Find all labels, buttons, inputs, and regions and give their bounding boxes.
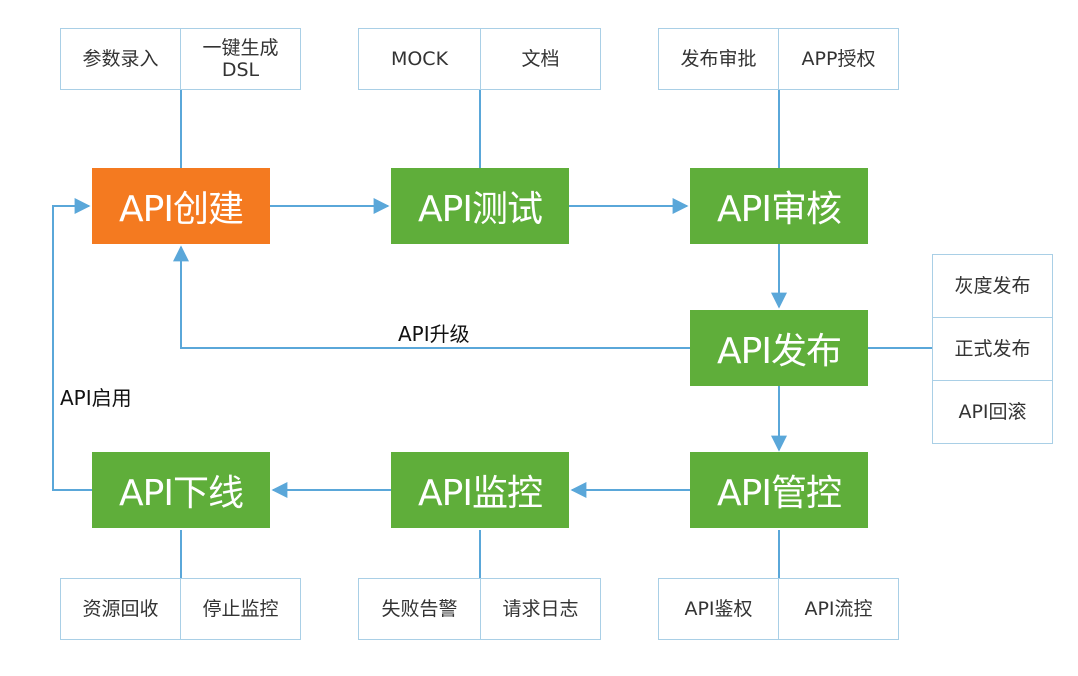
- label-enable: API启用: [60, 386, 132, 410]
- monitor-option-logs: 请求日志: [480, 578, 601, 640]
- create-option-dsl: 一键生成 DSL: [180, 28, 301, 90]
- step-publish: API发布: [690, 310, 868, 386]
- review-option-app-auth: APP授权: [778, 28, 899, 90]
- test-option-docs: 文档: [480, 28, 601, 90]
- monitor-option-alert: 失败告警: [358, 578, 481, 640]
- control-option-auth: API鉴权: [658, 578, 779, 640]
- offline-option-reclaim: 资源回收: [60, 578, 181, 640]
- offline-option-stop-monitor: 停止监控: [180, 578, 301, 640]
- publish-option-formal: 正式发布: [932, 317, 1053, 381]
- step-test: API测试: [391, 168, 569, 244]
- arrow-enable: [52, 198, 92, 491]
- create-option-params: 参数录入: [60, 28, 181, 90]
- step-offline: API下线: [92, 452, 270, 528]
- label-upgrade: API升级: [398, 322, 470, 346]
- publish-option-gray: 灰度发布: [932, 254, 1053, 318]
- step-create: API创建: [92, 168, 270, 244]
- step-review: API审核: [690, 168, 868, 244]
- step-monitor: API监控: [391, 452, 569, 528]
- publish-option-rollback: API回滚: [932, 380, 1053, 444]
- control-option-flow: API流控: [778, 578, 899, 640]
- test-option-mock: MOCK: [358, 28, 481, 90]
- arrow-upgrade: [173, 245, 690, 349]
- step-control: API管控: [690, 452, 868, 528]
- review-option-approval: 发布审批: [658, 28, 779, 90]
